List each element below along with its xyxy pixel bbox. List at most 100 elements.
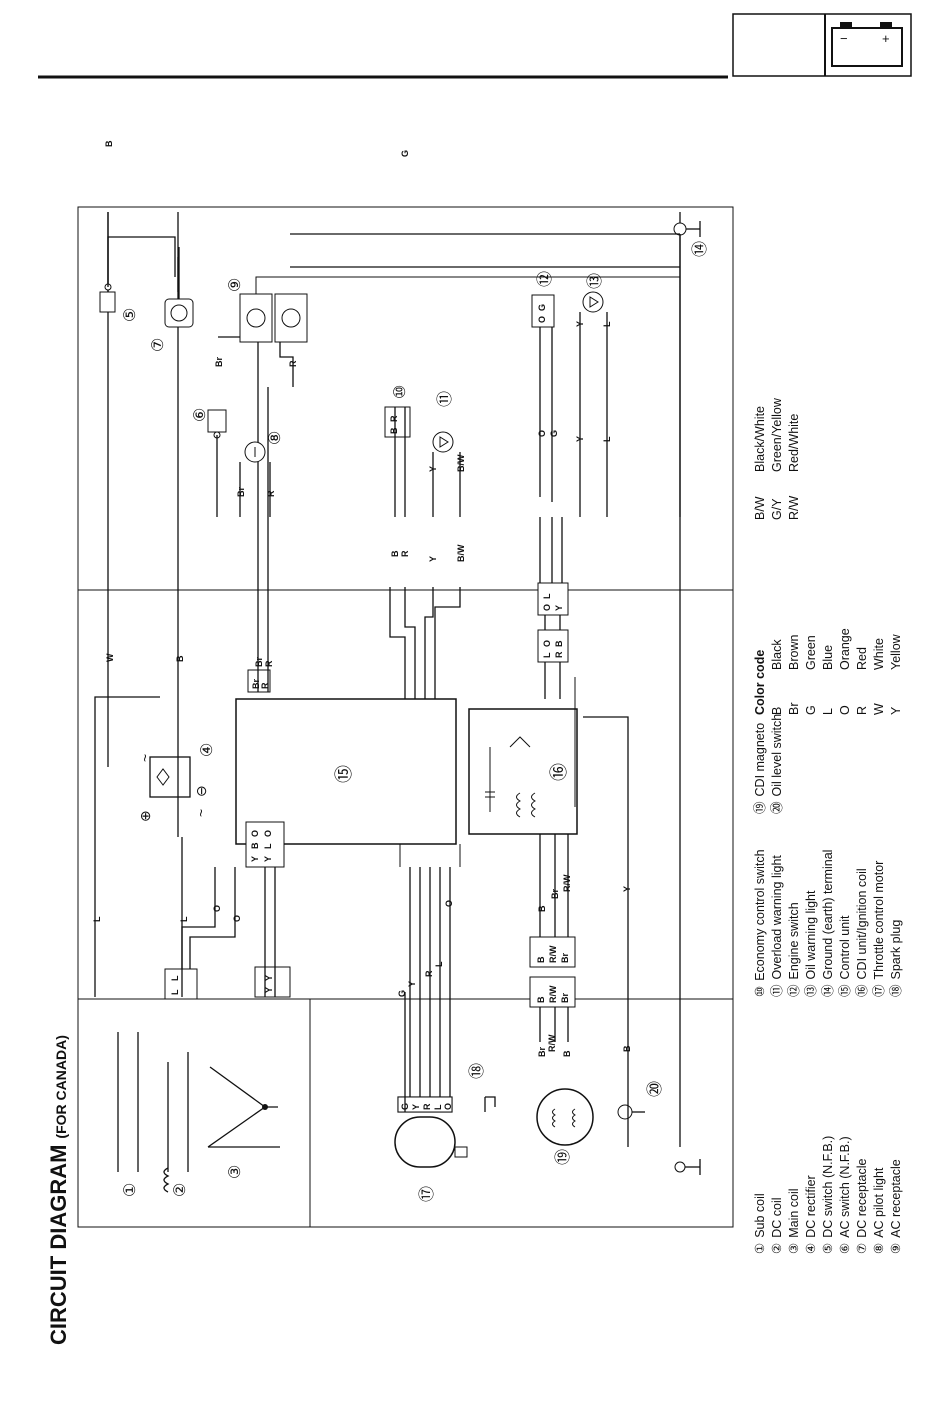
svg-text:②DC coil: ②DC coil (770, 1197, 784, 1254)
connector-engine-cdi: L O R B O L Y (537, 582, 569, 663)
legend-num: ⑮ (838, 984, 852, 997)
svg-text:⑪Overload warning light: ⑪Overload warning light (770, 855, 784, 997)
color-code-name: Yellow (889, 633, 903, 670)
svg-text:B/W: B/W (456, 454, 466, 472)
svg-text:L: L (542, 652, 552, 658)
svg-text:Br: Br (560, 953, 570, 963)
svg-text:R: R (266, 490, 276, 497)
svg-text:G: G (397, 990, 407, 997)
svg-text:⑲CDI magneto: ⑲CDI magneto (753, 723, 767, 814)
marker-economy-switch: ⑩ (392, 385, 409, 399)
svg-text:O: O (542, 640, 552, 647)
color-code-key: Y (889, 706, 903, 715)
marker-overload-light: ⑪ (436, 391, 454, 407)
legend-num: ⑯ (855, 984, 869, 997)
svg-text:Br: Br (214, 357, 224, 367)
svg-text:Y: Y (263, 856, 273, 862)
legend-num: ⑬ (804, 984, 818, 997)
marker-cdi-magneto: ⑲ (554, 1149, 572, 1165)
color-code-name: Black (770, 639, 784, 670)
color-code-name: Black/White (753, 406, 767, 472)
svg-text:⑫Engine switch: ⑫ Engine switch (787, 902, 801, 997)
svg-text:⑩Economy control switch: ⑩Economy control switch (753, 849, 767, 997)
legend-label: Oil level switch (770, 714, 784, 797)
wire-labels-centre: L L O O G Y R L O B Br R/W Y Br R/W B B … (92, 653, 632, 1057)
color-code-key: Br (787, 703, 801, 716)
marker-ground-terminal: ⑭ (691, 241, 709, 257)
svg-text:B: B (250, 842, 260, 849)
marker-control-unit: ⑮ (334, 765, 354, 783)
color-code-name: Red (855, 647, 869, 670)
svg-text:O: O (444, 900, 454, 907)
legend-label: Spark plug (889, 920, 903, 980)
marker-sub-coil: ① (122, 1183, 139, 1197)
color-code-key: O (838, 705, 852, 715)
marker-main-coil: ③ (227, 1165, 244, 1179)
component-legend: ①Sub coil ②DC coil ③Main coil ④DC rectif… (753, 714, 903, 1254)
connector-cdi: B R/W Br B R/W Br (529, 936, 576, 1008)
marker-oil-level-switch: ⑳ (646, 1081, 664, 1097)
svg-text:B/W: B/W (456, 544, 466, 562)
dc-rectifier: ⊕ ⊖ ~ ~ ④ (137, 743, 216, 822)
component-markers-left: ① ② ③ ⑰ ⑲ ⑳ ⑱ (122, 1063, 664, 1202)
svg-text:Y: Y (575, 436, 585, 442)
legend-num: ⑭ (821, 984, 835, 997)
rectifier-ac1: ~ (137, 754, 153, 762)
legend-num: ⑲ (753, 801, 767, 814)
svg-text:W: W (105, 653, 115, 662)
color-code-name: White (872, 638, 886, 670)
svg-text:L: L (434, 961, 444, 967)
marker-ac-pilot-light: ⑧ (267, 431, 284, 445)
legend-num: ② (770, 1243, 784, 1254)
marker-cdi-unit: ⑯ (549, 763, 569, 781)
connector-coil-block: L L Y Y (164, 966, 291, 1000)
legend-label: Engine switch (787, 902, 801, 979)
legend-num: ⑫ (787, 984, 801, 997)
svg-text:B: B (554, 640, 564, 647)
svg-text:Y: Y (622, 886, 632, 892)
legend-num: ⑪ (770, 984, 784, 997)
legend-num: ⑱ (889, 984, 903, 997)
legend-label: Oil warning light (804, 890, 818, 979)
color-code-key: R/W (787, 496, 801, 521)
svg-text:Y: Y (264, 975, 274, 981)
svg-text:④DC rectifier: ④DC rectifier (804, 1175, 818, 1254)
ac-receptacle: ⑨ (227, 278, 308, 343)
legend-num: ④ (804, 1243, 818, 1254)
economy-control-switch: B R ⑩ (384, 385, 411, 438)
svg-text:⑦DC receptacle: ⑦DC receptacle (855, 1159, 869, 1254)
wire-l1 (94, 696, 160, 997)
svg-text:Br: Br (560, 993, 570, 1003)
svg-text:O: O (443, 1103, 453, 1110)
color-code-name: Green/Yellow (770, 397, 784, 472)
svg-text:Br: Br (537, 1047, 547, 1057)
dc-receptacle: ⑦ (150, 298, 194, 352)
svg-text:L: L (170, 989, 180, 995)
battery-plus-sign: + (882, 31, 890, 46)
ground-left (674, 1159, 701, 1175)
control-unit: ⑮ (235, 698, 457, 845)
battery-minus-sign: − (840, 31, 848, 46)
oil-level-switch (617, 1104, 645, 1120)
harness-wires (94, 212, 681, 1147)
color-code-key: R (855, 706, 869, 715)
svg-text:B: B (175, 655, 185, 662)
svg-text:⑤DC switch (N.F.B.): ⑤DC switch (N.F.B.) (821, 1136, 835, 1254)
svg-text:B: B (536, 956, 546, 963)
svg-text:R/W: R/W (547, 1034, 557, 1052)
svg-text:B: B (390, 550, 400, 557)
legend-num: ⑦ (855, 1243, 869, 1254)
svg-text:Y: Y (264, 987, 274, 993)
svg-text:R: R (422, 1103, 432, 1110)
svg-text:O: O (232, 915, 242, 922)
svg-text:Y: Y (554, 605, 564, 611)
svg-text:O: O (212, 905, 222, 912)
svg-text:O: O (250, 830, 260, 837)
svg-text:B: B (104, 140, 114, 147)
color-code-key: L (821, 708, 835, 715)
spark-plug (484, 1096, 496, 1112)
svg-text:G: G (549, 430, 559, 437)
marker-dc-coil: ② (172, 1183, 189, 1197)
dc-switch: ⑤ (99, 283, 139, 322)
